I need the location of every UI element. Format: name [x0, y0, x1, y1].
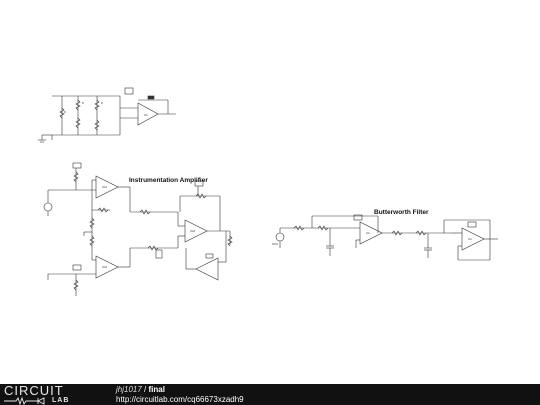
- circuit-top-left: R R R OA: [38, 87, 176, 143]
- schematic-canvas[interactable]: R R R OA: [0, 0, 540, 384]
- svg-text:OA: OA: [468, 238, 472, 241]
- svg-text:OA2: OA2: [102, 266, 108, 269]
- svg-text:OA: OA: [366, 232, 370, 235]
- circuit-title[interactable]: final: [148, 385, 165, 394]
- svg-text:R: R: [64, 111, 66, 114]
- svg-text:OA1: OA1: [102, 186, 108, 189]
- circuitlab-logo[interactable]: CIRCUIT LAB: [4, 384, 92, 405]
- logo-wave-icon: [4, 397, 45, 405]
- logo-text-lab: LAB: [52, 397, 70, 404]
- author-link[interactable]: jhj1017: [116, 385, 142, 394]
- svg-text:R: R: [101, 102, 103, 105]
- svg-text:R: R: [82, 102, 84, 105]
- footer-bar: CIRCUIT LAB jhj1017 / final http://circu…: [0, 384, 540, 405]
- svg-text:OA: OA: [144, 114, 148, 117]
- circuit-instrumentation-amplifier: OA1 OA2 OA3: [43, 162, 233, 296]
- butterworth-filter-label: Butterworth Filter: [374, 209, 429, 216]
- circuit-butterworth-filter: OA OA: [272, 214, 498, 261]
- schematic-drawing: R R R OA: [38, 87, 498, 296]
- circuit-url-link[interactable]: http://circuitlab.com/cq66673xzadh9: [116, 395, 244, 404]
- instrumentation-amplifier-label: Instrumentation Amplifier: [129, 177, 208, 184]
- logo-text-circuit: CIRCUIT: [4, 383, 64, 398]
- circuit-meta: jhj1017 / final http://circuitlab.com/cq…: [116, 385, 244, 405]
- path-separator: /: [144, 385, 147, 394]
- svg-text:OA3: OA3: [190, 230, 196, 233]
